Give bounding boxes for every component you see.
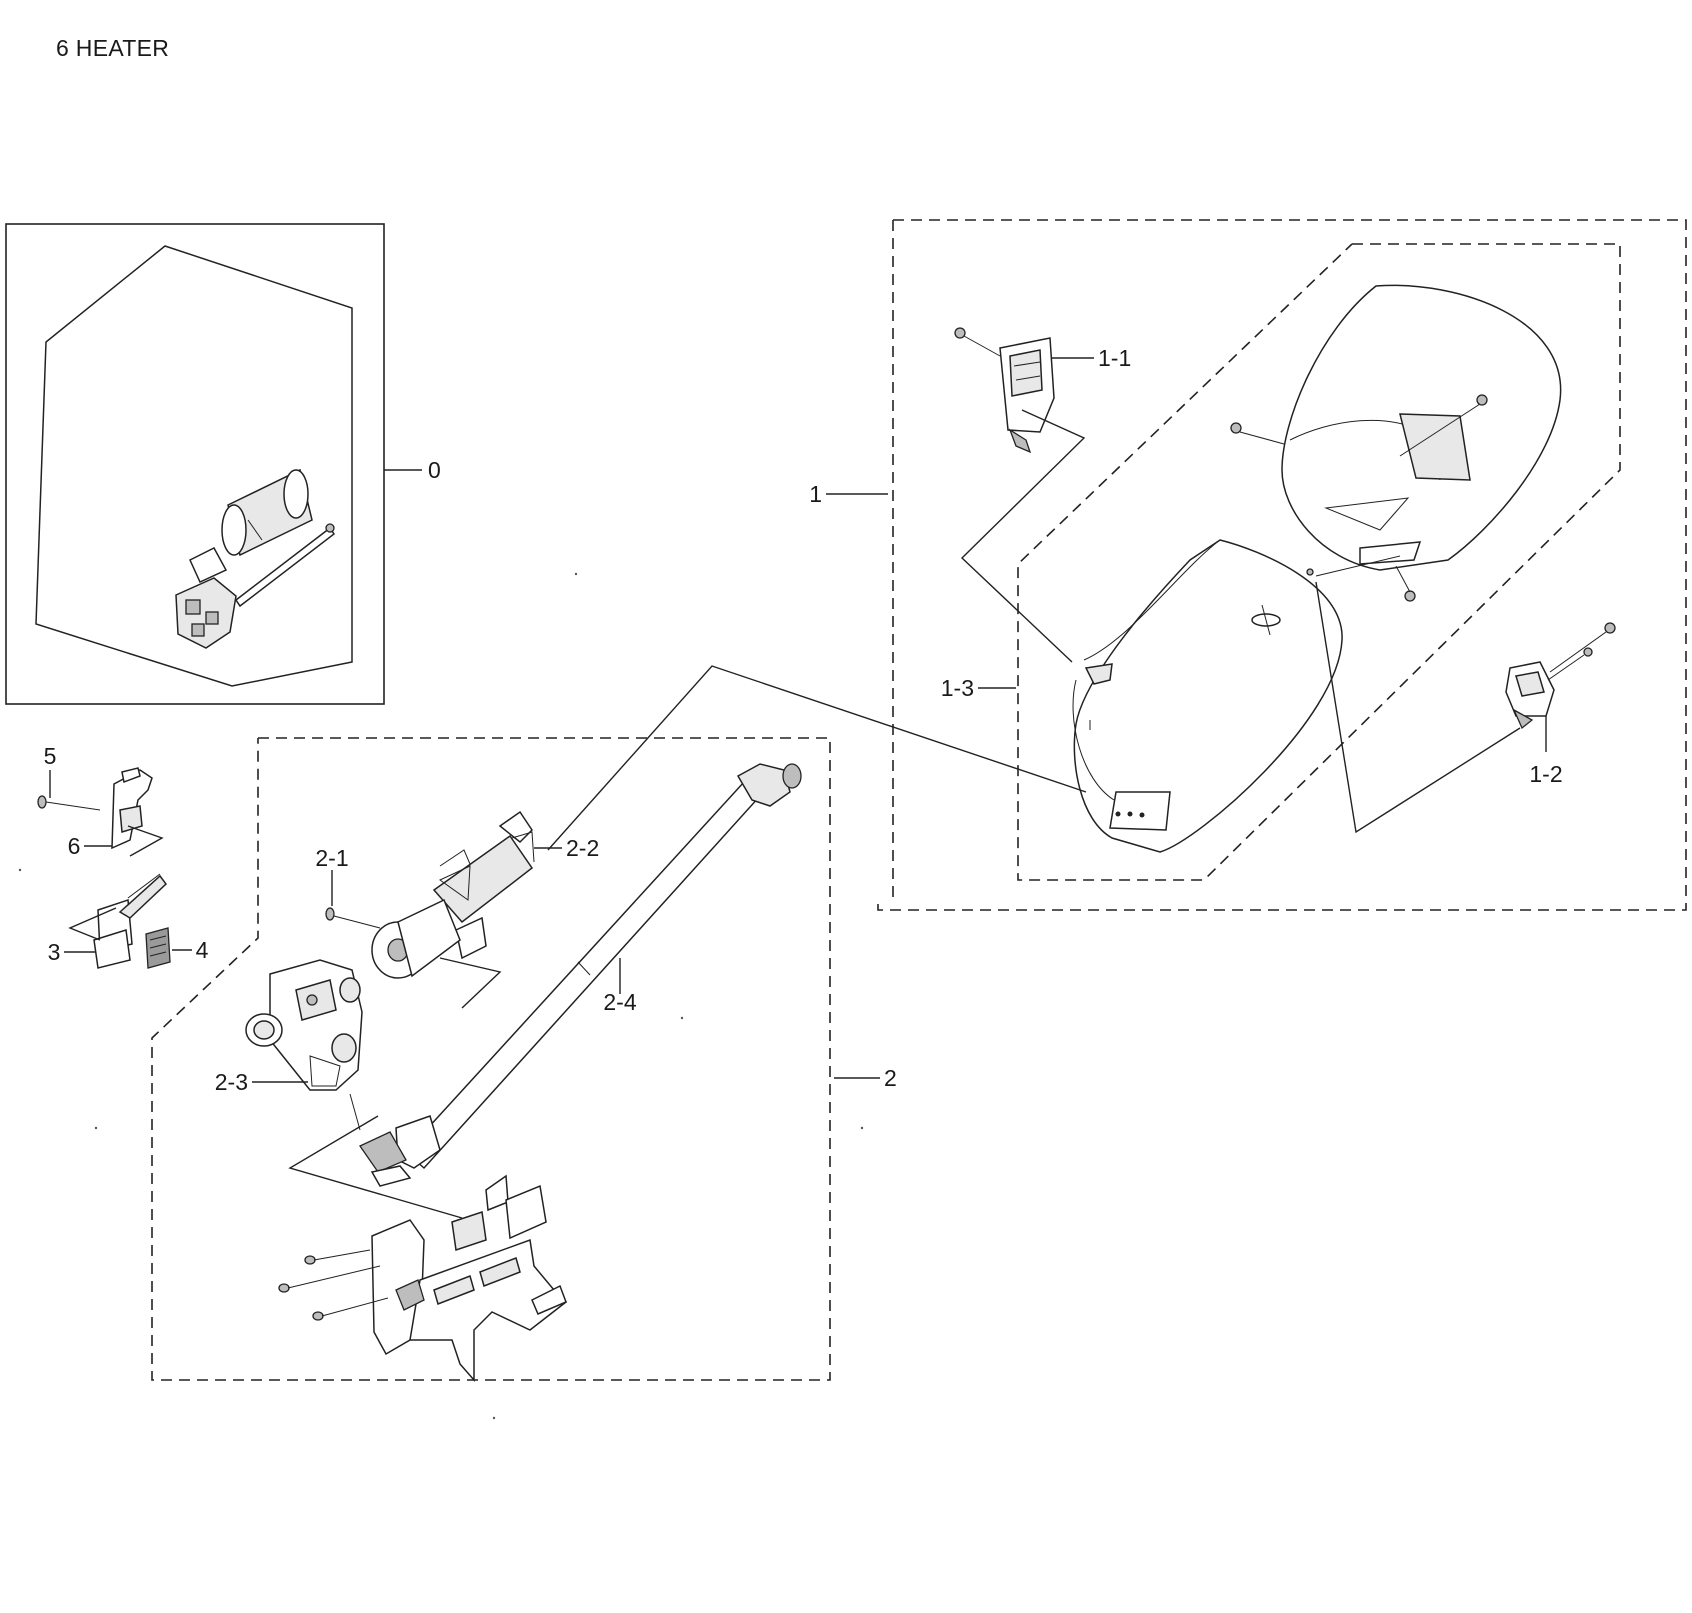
- part-1-1-thermostat-bracket: [954, 327, 1055, 454]
- group-2-dashed-box: [151, 737, 831, 1381]
- group-1-outer-dashed-box: [877, 219, 1687, 911]
- callout-0: 0: [428, 457, 441, 483]
- burner-mounting-bracket: [278, 1174, 568, 1382]
- part-1-3-heater-housing-front: [1072, 539, 1343, 853]
- callout-6: 6: [68, 833, 81, 859]
- part-2-4-burner-tube: [359, 763, 802, 1187]
- callout-2-4: 2-4: [603, 989, 636, 1015]
- part-6-bracket: [111, 767, 153, 850]
- part-5-screw: [37, 795, 101, 811]
- callout-2-1: 2-1: [315, 845, 348, 871]
- part-1-3-heater-housing-rear: [1230, 284, 1562, 602]
- connector-housing-to-burner: [547, 665, 1087, 851]
- callout-2-2: 2-2: [566, 835, 599, 861]
- connector-1-2: [1315, 581, 1521, 834]
- connector-2-2: [439, 957, 502, 1009]
- callout-4: 4: [196, 937, 209, 963]
- heater-assembly-thumbnail: [175, 468, 336, 649]
- callout-2: 2: [884, 1065, 897, 1091]
- callout-1-3: 1-3: [941, 675, 974, 701]
- part-3-igniter: [93, 873, 168, 969]
- callout-1: 1: [809, 481, 822, 507]
- part-1-2-thermal-fuse: [1505, 622, 1616, 730]
- callout-5: 5: [44, 743, 57, 769]
- connector-1-1: [960, 409, 1086, 663]
- part-4-screen: [145, 927, 171, 969]
- page-title: 6 HEATER: [56, 35, 170, 61]
- callout-3: 3: [48, 939, 61, 965]
- part-2-2-igniter-tube: [371, 810, 535, 979]
- connector-2-3: [288, 1115, 463, 1219]
- part-2-1-screw: [325, 907, 381, 929]
- callout-2-3: 2-3: [215, 1069, 248, 1095]
- callout-1-1: 1-1: [1098, 345, 1131, 371]
- connector-6: [127, 825, 164, 857]
- part-2-3-gas-valve: [245, 959, 363, 1131]
- callout-1-2: 1-2: [1529, 761, 1562, 787]
- connector-3: [68, 907, 117, 941]
